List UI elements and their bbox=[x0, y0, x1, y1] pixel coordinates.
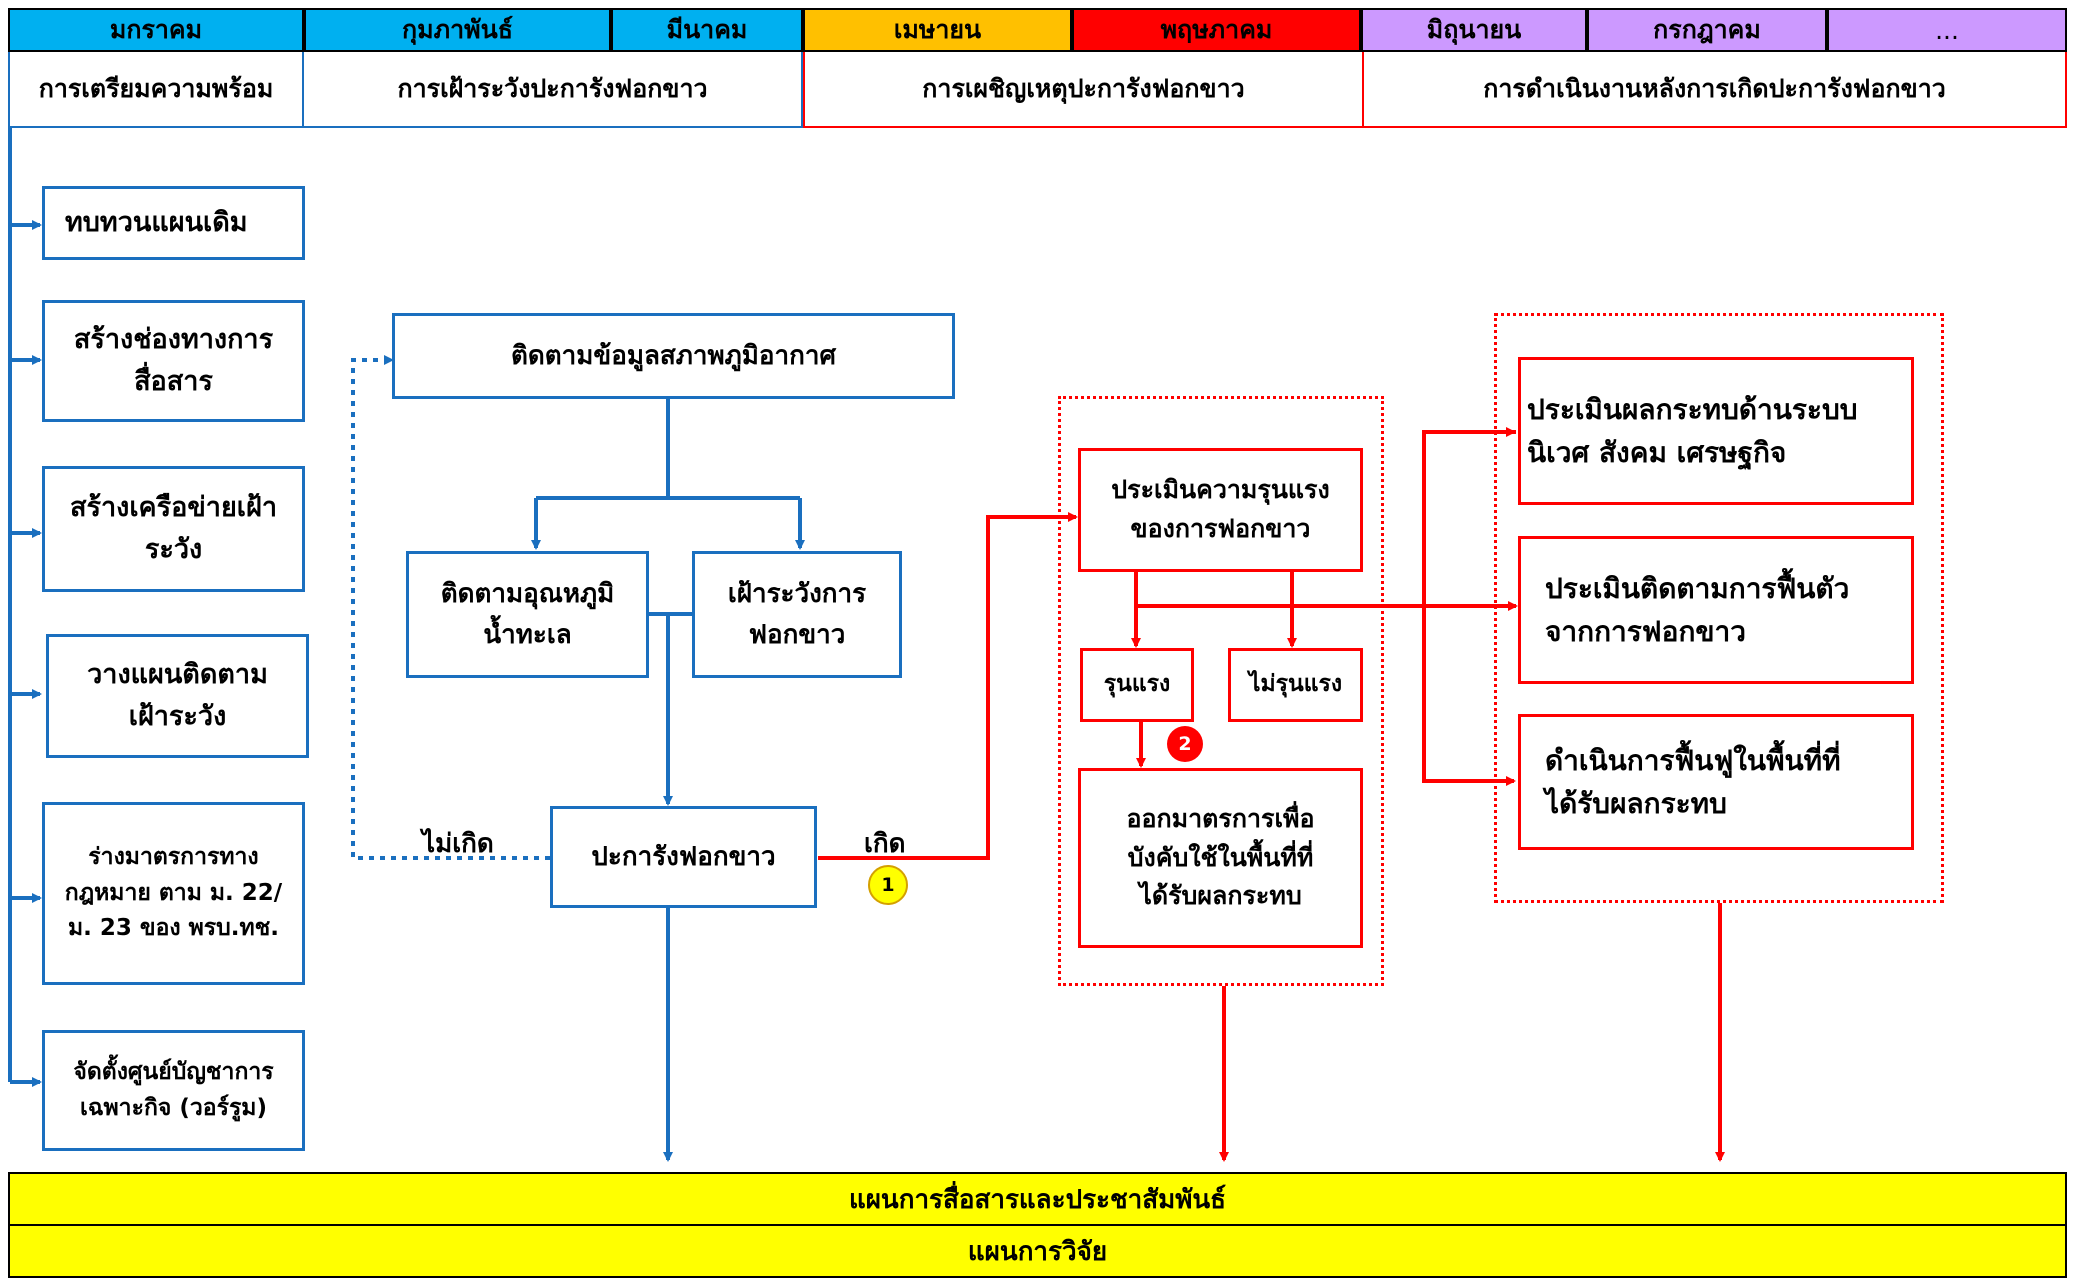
month-april: เมษายน bbox=[803, 8, 1072, 52]
occur-label: เกิด bbox=[864, 829, 906, 859]
prep-monitoring-network: สร้างเครือข่ายเฝ้า ระวัง bbox=[42, 466, 305, 592]
restoration-box: ดำเนินการฟื้นฟูในพื้นที่ที่ ได้รับผลกระท… bbox=[1518, 714, 1914, 850]
sea-temperature-box: ติดตามอุณหภูมิ น้ำทะเล bbox=[406, 551, 649, 678]
coral-bleaching-box: ปะการังฟอกขาว bbox=[550, 806, 817, 908]
monitoring-connectors bbox=[351, 355, 805, 1162]
month-may: พฤษภาคม bbox=[1072, 8, 1361, 52]
phase-post-event: การดำเนินงานหลังการเกิดปะการังฟอกขาว bbox=[1364, 52, 2067, 128]
phase-response: การเผชิญเหตุปะการังฟอกขาว bbox=[803, 52, 1364, 128]
badge-two: 2 bbox=[1167, 726, 1203, 762]
month-july: กรกฎาคม bbox=[1587, 8, 1827, 52]
bleaching-watch-box: เฝ้าระวังการ ฟอกขาว bbox=[692, 551, 902, 678]
phase-preparation: การเตรียมความพร้อม bbox=[8, 52, 304, 128]
month-march: มีนาคม bbox=[611, 8, 803, 52]
not-severe-box: ไม่รุนแรง bbox=[1228, 648, 1363, 722]
month-more: ... bbox=[1827, 8, 2067, 52]
prep-legal-measures: ร่างมาตรการทาง กฎหมาย ตาม ม. 22/ ม. 23 ข… bbox=[42, 802, 305, 985]
prep-review-plan: ทบทวนแผนเดิม bbox=[42, 186, 305, 260]
severe-box: รุนแรง bbox=[1080, 648, 1194, 722]
month-june: มิถุนายน bbox=[1361, 8, 1587, 52]
prep-monitoring-plan: วางแผนติดตาม เฝ้าระวัง bbox=[46, 634, 309, 758]
enforcement-measures-box: ออกมาตรการเพื่อ บังคับใช้ในพื้นที่ที่ ได… bbox=[1078, 768, 1363, 948]
impact-assessment-box: ประเมินผลกระทบด้านระบบ นิเวศ สังคม เศรษฐ… bbox=[1518, 357, 1914, 505]
weather-monitoring-box: ติดตามข้อมูลสภาพภูมิอากาศ bbox=[392, 313, 955, 399]
preparation-connectors bbox=[8, 128, 42, 1087]
response-group-outline bbox=[1058, 396, 1384, 986]
prep-war-room: จัดตั้งศูนย์บัญชาการ เฉพาะกิจ (วอร์รูม) bbox=[42, 1030, 305, 1151]
communication-plan-bar: แผนการสื่อสารและประชาสัมพันธ์ bbox=[8, 1172, 2067, 1226]
response-connectors bbox=[818, 427, 1725, 1162]
badge-one: 1 bbox=[868, 865, 908, 905]
month-february: กุมภาพันธ์ bbox=[304, 8, 611, 52]
assess-severity-box: ประเมินความรุนแรง ของการฟอกขาว bbox=[1078, 448, 1363, 572]
prep-communication-channel: สร้างช่องทางการ สื่อสาร bbox=[42, 300, 305, 422]
month-january: มกราคม bbox=[8, 8, 304, 52]
research-plan-bar: แผนการวิจัย bbox=[8, 1226, 2067, 1278]
not-occur-label: ไม่เกิด bbox=[422, 829, 494, 859]
phase-monitoring: การเฝ้าระวังปะการังฟอกขาว bbox=[304, 52, 803, 128]
recovery-assessment-box: ประเมินติดตามการฟื้นตัว จากการฟอกขาว bbox=[1518, 536, 1914, 684]
post-event-group-outline bbox=[1494, 313, 1944, 903]
